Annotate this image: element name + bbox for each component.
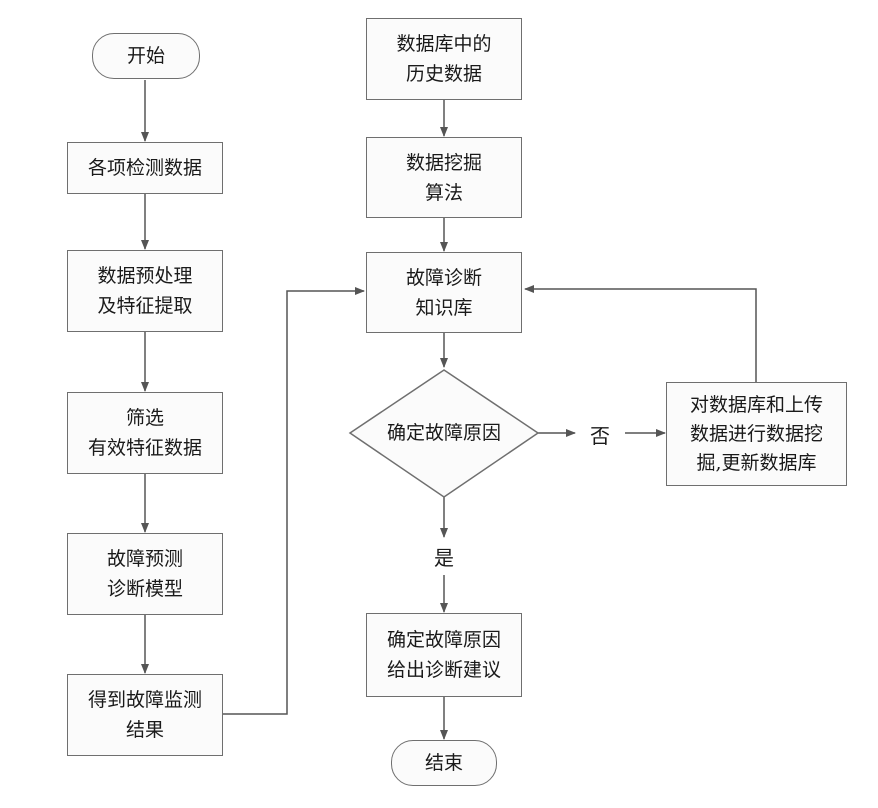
database-update-line1: 对数据库和上传 [689,393,823,416]
diagnosis-result-line1: 确定故障原因 [386,629,501,651]
step-monitoring-result: 得到故障监测 结果 [67,674,223,756]
data-mining-algorithm-line2: 算法 [424,181,463,204]
start-label: 开始 [126,45,165,67]
step-feature-selection-line2: 有效特征数据 [87,437,202,459]
historical-data-source: 数据库中的 历史数据 [366,18,522,100]
data-mining-algorithm-line1: 数据挖掘 [405,151,482,174]
arrow-update-box-to-knowledge-base [524,285,757,382]
fault-knowledge-base-line1: 故障诊断 [405,266,482,289]
step-prediction-model-line2: 诊断模型 [106,578,183,600]
arrow-step5-to-knowledge-base [223,287,365,715]
historical-data-source-line1: 数据库中的 [396,33,492,55]
decision-label-box: 确定故障原因 [360,418,528,448]
yes-branch-label: 是 [434,546,454,570]
data-mining-algorithm: 数据挖掘 算法 [366,137,522,218]
historical-data-source-line2: 历史数据 [405,63,482,85]
diagnosis-result: 确定故障原因 给出诊断建议 [366,613,522,697]
database-update-box: 对数据库和上传 数据进行数据挖 掘,更新数据库 [666,382,847,486]
step-detection-data: 各项检测数据 [67,142,223,194]
step-monitoring-result-line1: 得到故障监测 [87,689,202,711]
fault-knowledge-base: 故障诊断 知识库 [366,252,522,333]
database-update-line3: 掘,更新数据库 [696,451,817,474]
start-terminal: 开始 [92,33,200,79]
diagnosis-result-line2: 给出诊断建议 [386,659,501,681]
decision-label: 确定故障原因 [386,422,501,444]
no-branch-label: 否 [590,424,610,448]
database-update-line2: 数据进行数据挖 [689,422,823,445]
step-preprocessing-line1: 数据预处理 [97,265,193,287]
step-detection-data-label: 各项检测数据 [87,157,202,179]
step-feature-selection: 筛选 有效特征数据 [67,392,223,474]
decision-diamond [348,369,540,498]
step-prediction-model-line1: 故障预测 [106,548,183,570]
step-prediction-model: 故障预测 诊断模型 [67,533,223,615]
end-terminal: 结束 [391,740,497,786]
step-feature-selection-line1: 筛选 [125,407,164,429]
end-label: 结束 [424,752,463,774]
step-preprocessing: 数据预处理 及特征提取 [67,250,223,332]
fault-knowledge-base-line2: 知识库 [415,296,473,319]
step-monitoring-result-line2: 结果 [125,719,164,741]
step-preprocessing-line2: 及特征提取 [97,295,193,317]
